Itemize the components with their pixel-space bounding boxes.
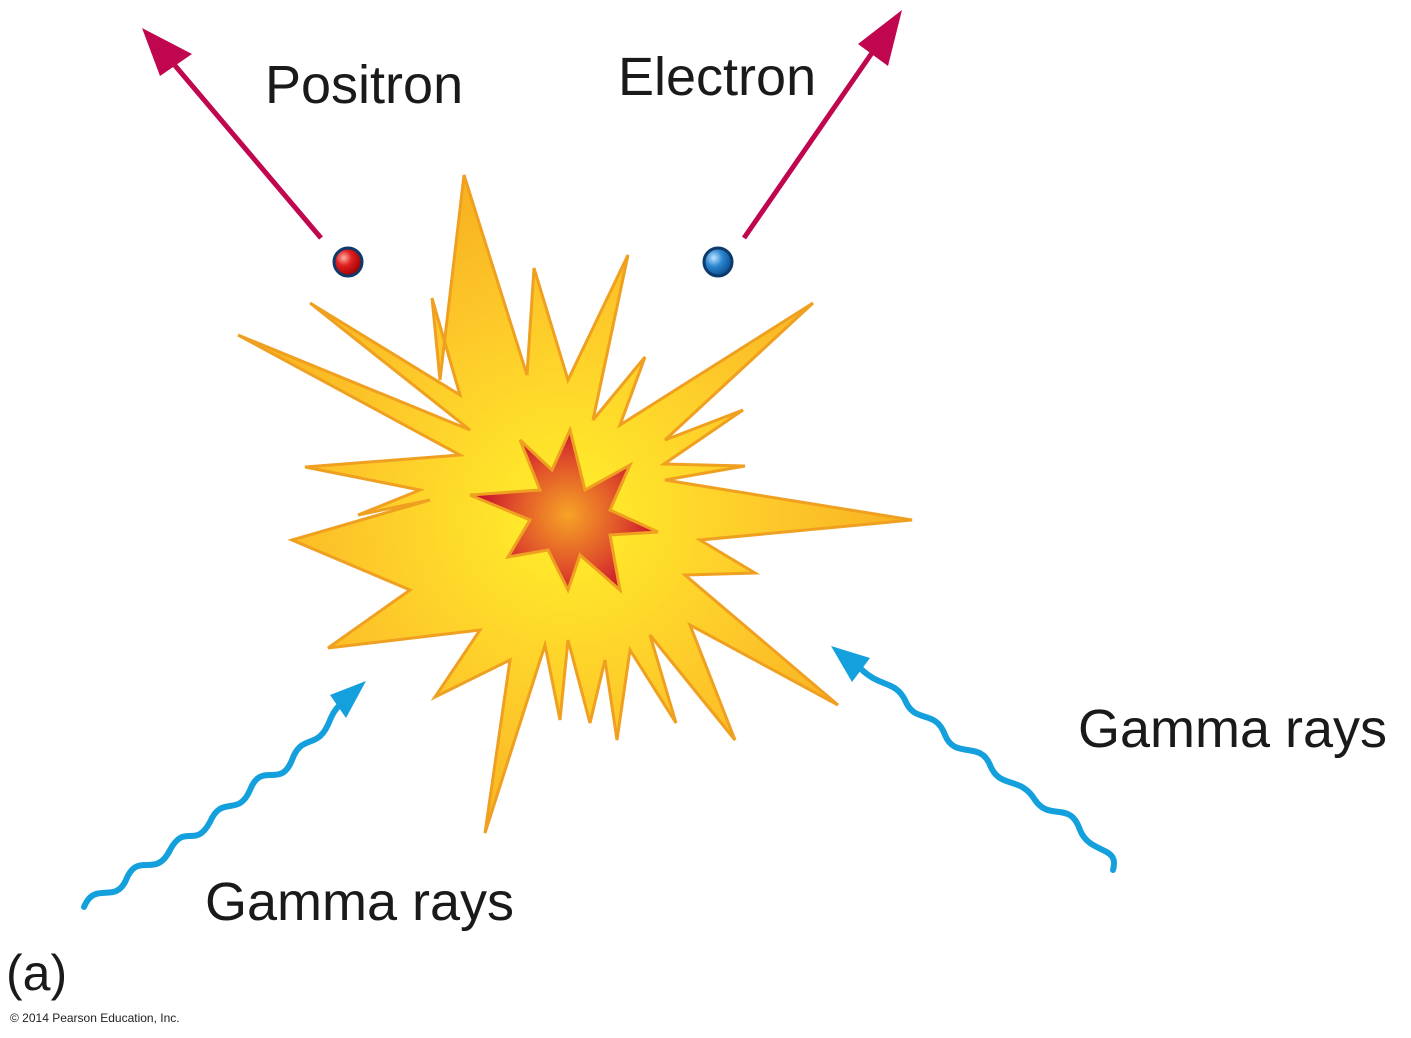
gamma-rays-label-right: Gamma rays [1078,699,1388,759]
electron-particle [702,246,734,278]
positron-arrow [142,28,323,240]
electron-label: Electron [618,47,817,107]
copyright-notice: © 2014 Pearson Education, Inc. [10,1011,180,1025]
gamma-ray-right [831,646,1118,873]
gamma-ray-left [81,681,366,910]
panel-label: (a) [6,945,68,1001]
gamma-rays-label-left: Gamma rays [205,872,515,932]
electron-arrow [741,10,902,240]
positron-label: Positron [265,55,464,115]
explosion-core [469,425,659,594]
positron-particle [332,246,364,278]
